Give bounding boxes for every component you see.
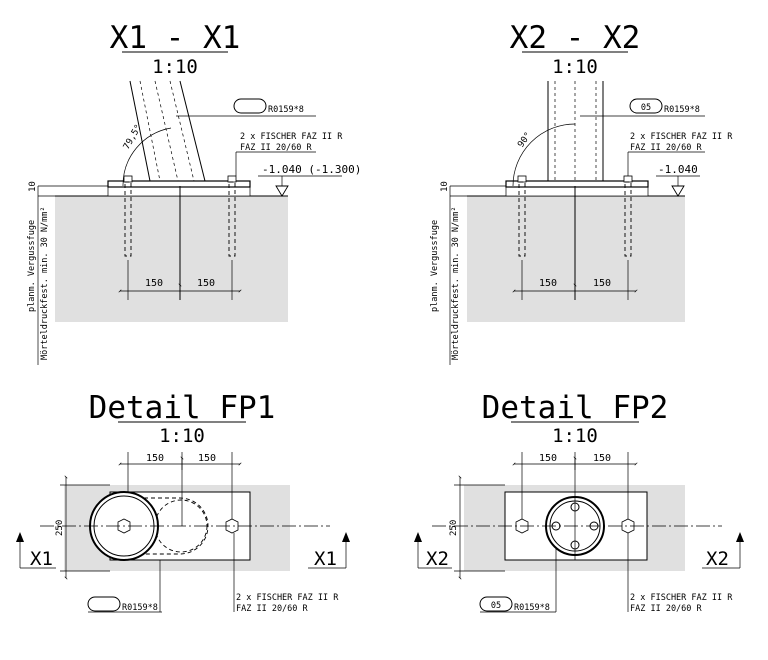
section-mark-x1-left: X1 (30, 548, 53, 570)
fp1-anchor-1: 2 x FISCHER FAZ II R (236, 593, 339, 603)
fp2-dim-height: 250 (449, 520, 459, 536)
grout-note-2: Mörteldruckfest. min. 30 N/mm² (40, 206, 50, 360)
part-tag-oval (629, 98, 663, 114)
grout-mark: 10 (28, 181, 38, 192)
fp2-anchor-2: FAZ II 20/60 R (630, 604, 703, 614)
fp1-dim-height: 250 (55, 520, 65, 536)
fp2-profile: R0159*8 (514, 603, 550, 613)
profile-tag-oval (233, 98, 267, 114)
dim-right-2: 150 (593, 278, 611, 289)
part-tag: 05 (641, 103, 651, 113)
anchor-spec-2: FAZ II 20/60 R (240, 143, 313, 153)
section-mark-x2-left: X2 (426, 548, 449, 570)
fp2-dim-left: 150 (539, 453, 557, 464)
section-marker-left: X1 (16, 532, 56, 570)
profile-label-2: R0159*8 (664, 105, 700, 115)
section-x2: X2 - X2 1:10 90° 150 150 10 planm. (430, 20, 733, 365)
anchor-spec-2b: FAZ II 20/60 R (630, 143, 703, 153)
concrete-foundation (55, 196, 288, 322)
fp1-anchor-2: FAZ II 20/60 R (236, 604, 309, 614)
section-x2-scale: 1:10 (552, 56, 598, 78)
fp2-anchor-1: 2 x FISCHER FAZ II R (630, 593, 733, 603)
level-triangle (275, 185, 289, 197)
detail-fp1-scale: 1:10 (159, 425, 205, 447)
angle-arc-2 (512, 123, 576, 187)
detail-fp2: Detail FP2 1:10 150 150 250 X2 (414, 390, 744, 614)
section-marker-left-2: X2 (414, 532, 452, 570)
section-marker-right: X1 (308, 532, 350, 570)
inclined-tube (129, 80, 206, 182)
fp1-dim-left: 150 (146, 453, 164, 464)
profile-label: R0159*8 (268, 105, 304, 115)
fp2-dim-right: 150 (593, 453, 611, 464)
detail-fp2-scale: 1:10 (552, 425, 598, 447)
section-x1-title: X1 - X1 (110, 20, 241, 56)
detail-fp2-title: Detail FP2 (482, 390, 669, 426)
grout-note-1b: planm. Vergussfuge (430, 220, 440, 312)
angle-label-2: 90° (516, 131, 534, 150)
level-label: -1.040 (-1.300) (262, 163, 361, 176)
concrete-foundation-2 (467, 196, 685, 322)
anchor-spec-1b: 2 x FISCHER FAZ II R (630, 132, 733, 142)
grout-note-2b: Mörteldruckfest. min. 30 N/mm² (451, 206, 461, 360)
detail-fp1: Detail FP1 1:10 150 150 250 (16, 390, 350, 614)
section-x1: X1 - X1 1:10 79,5° (27, 20, 361, 365)
anchor-spec-1: 2 x FISCHER FAZ II R (240, 132, 343, 142)
section-marker-right-2: X2 (702, 532, 744, 570)
dim-left-2: 150 (539, 278, 557, 289)
anchor-right (227, 175, 237, 257)
section-x1-scale: 1:10 (152, 56, 198, 78)
dim-left: 150 (145, 278, 163, 289)
base-plate (107, 180, 251, 188)
level-label-2: -1.040 (658, 163, 698, 176)
fp1-dim-right: 150 (198, 453, 216, 464)
grout-note-1: planm. Vergussfuge (27, 220, 37, 312)
detail-fp1-title: Detail FP1 (89, 390, 276, 426)
section-mark-x2-right: X2 (706, 548, 729, 570)
fp1-profile: R0159*8 (122, 603, 158, 613)
vertical-tube (547, 81, 604, 181)
grout-mark-2: 10 (440, 181, 450, 192)
dim-right: 150 (197, 278, 215, 289)
fp2-tag: 05 (491, 601, 501, 611)
section-x2-title: X2 - X2 (510, 20, 641, 56)
anchor-left (123, 175, 133, 257)
anchor-hex-right (225, 518, 239, 534)
section-mark-x1-right: X1 (314, 548, 337, 570)
